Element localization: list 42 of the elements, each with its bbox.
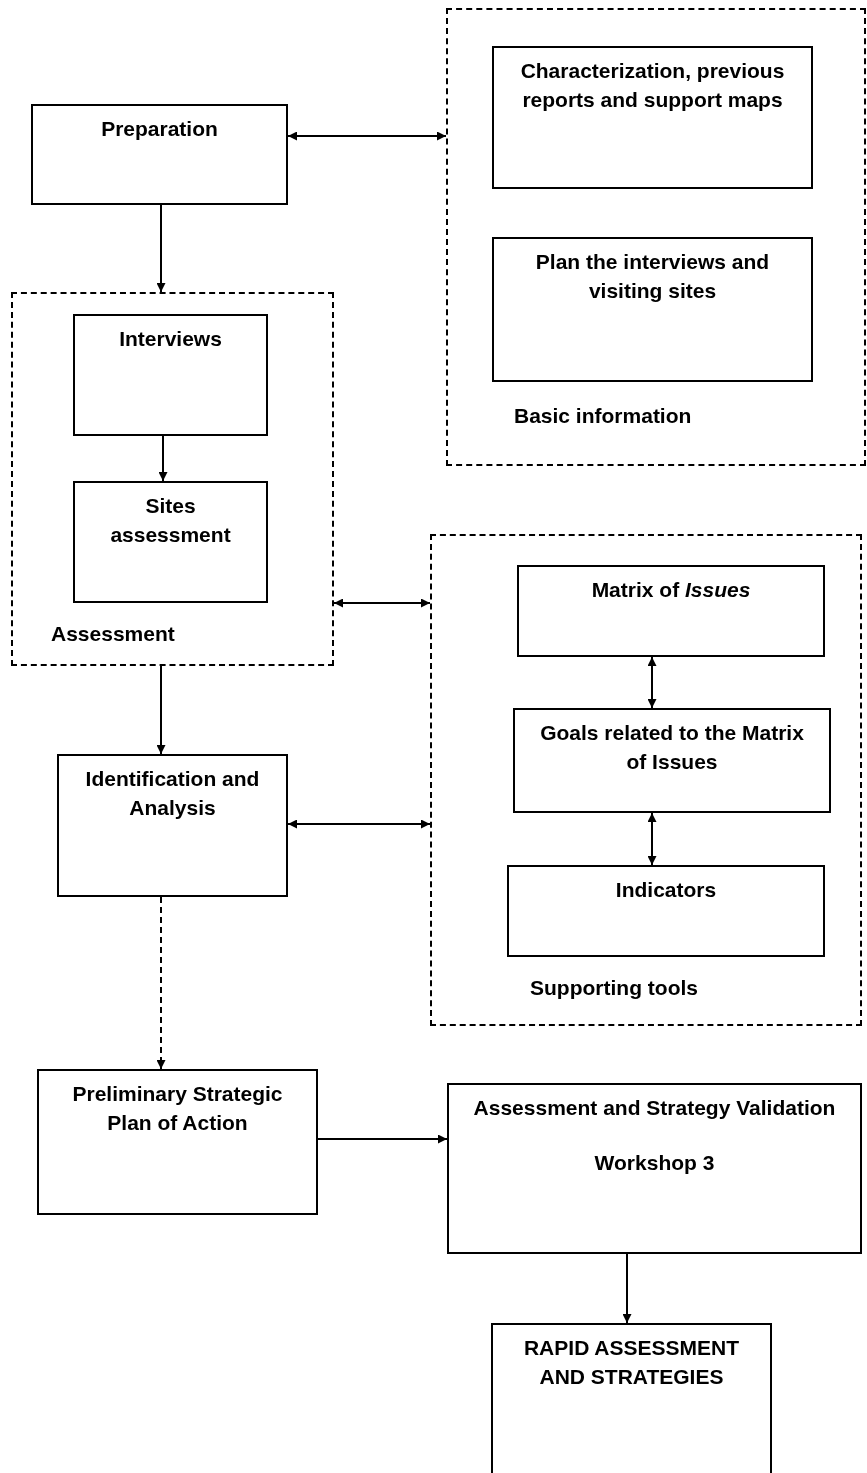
box-label: Indicators xyxy=(615,877,717,903)
arrow xyxy=(647,812,657,866)
arrow xyxy=(622,1253,632,1324)
arrow xyxy=(156,665,166,755)
process-box xyxy=(447,1083,862,1254)
box-label: RAPID ASSESSMENT AND STRATEGIES xyxy=(522,1335,741,1390)
process-box xyxy=(491,1323,772,1473)
group-label: Basic information xyxy=(514,403,692,429)
arrow xyxy=(156,204,166,293)
process-box xyxy=(73,481,268,603)
box-label: Assessment and Strategy Validation xyxy=(473,1095,836,1121)
process-box xyxy=(73,314,268,436)
dashed-group-box xyxy=(430,534,862,1026)
group-label: Supporting tools xyxy=(530,975,698,1001)
box-label: Preliminary Strategic Plan of Action xyxy=(71,1081,284,1136)
box-label: Workshop 3 xyxy=(594,1150,715,1176)
box-label: Interviews xyxy=(119,326,222,352)
arrow xyxy=(317,1134,448,1144)
arrow xyxy=(647,656,657,709)
process-box xyxy=(492,46,813,189)
box-label: Matrix of Issues xyxy=(591,577,751,603)
arrow xyxy=(287,131,447,141)
dashed-group-box xyxy=(11,292,334,666)
arrow xyxy=(158,435,168,482)
process-box xyxy=(513,708,831,813)
arrow xyxy=(287,819,431,829)
process-box xyxy=(37,1069,318,1215)
group-label: Assessment xyxy=(51,621,175,647)
process-box xyxy=(31,104,288,205)
process-box xyxy=(517,565,825,657)
process-box xyxy=(57,754,288,897)
box-label: Sites assessment xyxy=(109,493,232,548)
arrow xyxy=(333,598,431,608)
box-label: Plan the interviews and visiting sites xyxy=(534,249,771,304)
box-label: Goals related to the Matrix of Issues xyxy=(539,720,805,775)
box-label: Characterization, previous reports and support maps xyxy=(519,58,786,113)
dashed-group-box xyxy=(446,8,866,466)
box-label: Preparation xyxy=(101,116,218,142)
process-box xyxy=(492,237,813,382)
box-label: Identification and Analysis xyxy=(84,766,261,821)
arrow xyxy=(156,896,166,1070)
process-box xyxy=(507,865,825,957)
